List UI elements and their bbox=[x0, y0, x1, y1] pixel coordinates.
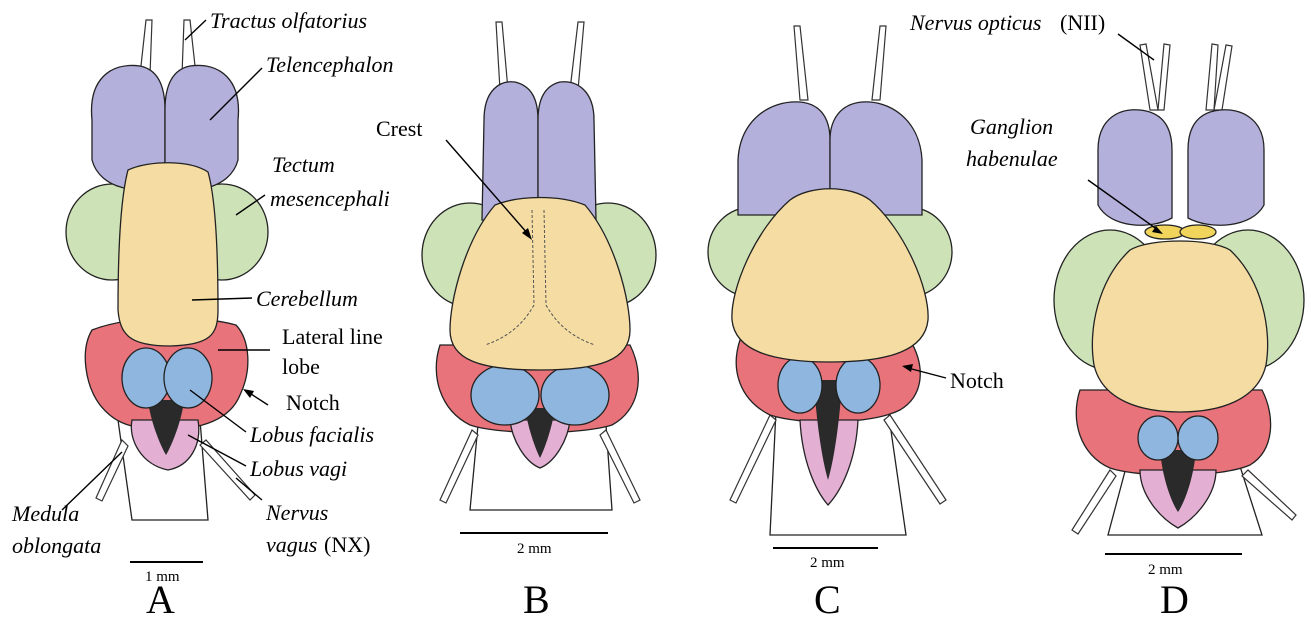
label-notch-a: Notch bbox=[286, 390, 340, 415]
lobus-facialis bbox=[1138, 416, 1178, 460]
label-tectum-2: mesencephali bbox=[270, 186, 390, 211]
label-notch-c: Notch bbox=[950, 368, 1004, 393]
label-telencephalon: Telencephalon bbox=[266, 52, 394, 77]
panel-d bbox=[1054, 44, 1304, 535]
optic-nerve bbox=[1158, 44, 1170, 110]
label-cerebellum: Cerebellum bbox=[256, 286, 358, 311]
olfactory-tract bbox=[496, 22, 508, 90]
panel-c bbox=[708, 26, 952, 535]
olfactory-tract bbox=[794, 26, 808, 100]
panel-a bbox=[66, 20, 268, 520]
optic-nerve bbox=[1140, 44, 1158, 110]
label-crest: Crest bbox=[376, 116, 422, 141]
telencephalon bbox=[1188, 110, 1264, 225]
label-medula-1: Medula bbox=[11, 501, 79, 526]
panel-letter-d: D bbox=[1160, 577, 1189, 618]
nervus-vagus bbox=[1072, 470, 1116, 534]
label-medula-2: oblongata bbox=[12, 533, 101, 558]
scale-label-b: 2 mm bbox=[517, 541, 552, 557]
panel-letter-b: B bbox=[523, 577, 550, 618]
ganglion-habenulae bbox=[1145, 225, 1185, 239]
nervus-vagus bbox=[96, 440, 128, 501]
lobus-facialis bbox=[541, 365, 609, 425]
label-lobus-vagi: Lobus vagi bbox=[249, 456, 347, 481]
olfactory-tract bbox=[570, 22, 584, 90]
lobus-facialis bbox=[836, 357, 880, 413]
telencephalon bbox=[1098, 110, 1172, 225]
lobus-facialis bbox=[122, 348, 170, 408]
label-ganglion-2: habenulae bbox=[966, 146, 1058, 171]
label-tectum-1: Tectum bbox=[272, 152, 335, 177]
cerebellum bbox=[118, 163, 218, 346]
label-lobus-facialis: Lobus facialis bbox=[249, 422, 374, 447]
olfactory-tract bbox=[872, 26, 886, 100]
label-nervus-vagus-3: (NX) bbox=[324, 532, 370, 557]
panel-letter-c: C bbox=[814, 577, 841, 618]
label-lateral-line-1: Lateral line bbox=[282, 324, 383, 349]
label-nervus-vagus-1: Nervus bbox=[265, 500, 328, 525]
label-ganglion-1: Ganglion bbox=[970, 114, 1053, 139]
nervus-vagus bbox=[200, 440, 255, 500]
lobus-facialis bbox=[164, 348, 212, 408]
lobus-facialis bbox=[778, 357, 822, 413]
label-nervus-vagus-2: vagus bbox=[266, 532, 317, 557]
label-lateral-line-2: lobe bbox=[282, 354, 320, 379]
label-nervus-opticus-2: (NII) bbox=[1060, 10, 1105, 35]
lobus-facialis bbox=[471, 365, 539, 425]
cerebellum bbox=[1092, 241, 1267, 412]
label-tractus-olfatorius: Tractus olfatorius bbox=[210, 8, 367, 33]
lobus-facialis bbox=[1178, 416, 1218, 460]
scale-label-c: 2 mm bbox=[810, 555, 845, 571]
label-nervus-opticus-1: Nervus opticus bbox=[909, 10, 1041, 35]
nervus-vagus bbox=[730, 415, 776, 503]
panel-b bbox=[422, 22, 656, 510]
ganglion-habenulae bbox=[1180, 225, 1216, 239]
scale-label-d: 2 mm bbox=[1148, 562, 1183, 578]
panel-letter-a: A bbox=[146, 577, 175, 618]
